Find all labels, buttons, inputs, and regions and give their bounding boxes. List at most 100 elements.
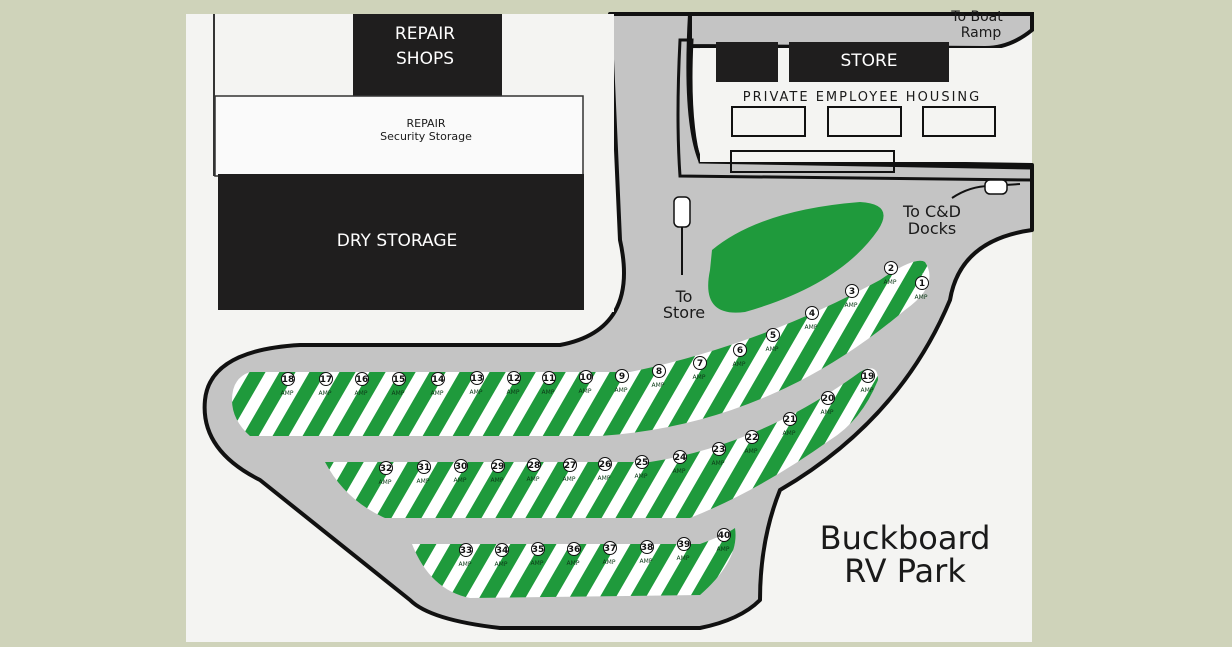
- site-number: 8: [656, 367, 662, 377]
- site-marker: [355, 372, 369, 386]
- site-number: 19: [862, 372, 875, 382]
- site-number: 23: [713, 445, 726, 455]
- amp-label: AMP: [417, 478, 430, 485]
- amp-label: AMP: [615, 387, 628, 394]
- store-label: STORE: [840, 51, 897, 71]
- site-marker: [598, 457, 612, 471]
- site-marker: [845, 284, 859, 298]
- site-marker: [563, 458, 577, 472]
- to-store-label-1: To: [675, 287, 693, 306]
- amp-label: AMP: [379, 479, 392, 486]
- repair-shops-label-2: SHOPS: [396, 49, 454, 69]
- site-number: 11: [543, 374, 556, 384]
- campsite-row-1: [232, 260, 930, 436]
- housing-unit: [922, 106, 996, 137]
- campsite-row-3: [412, 528, 736, 598]
- site-marker: [693, 356, 707, 370]
- site-number: 9: [619, 372, 625, 382]
- amp-label: AMP: [531, 560, 544, 567]
- site-marker: [783, 412, 797, 426]
- site-marker: [542, 371, 556, 385]
- housing-unit: [827, 106, 902, 137]
- site-number: 16: [356, 375, 369, 385]
- site-marker: [454, 459, 468, 473]
- amp-label: AMP: [563, 476, 576, 483]
- site-marker: [392, 372, 406, 386]
- site-number: 35: [532, 545, 545, 555]
- amp-label: AMP: [603, 559, 616, 566]
- amp-label: AMP: [915, 294, 928, 301]
- pointing-hand-right-icon: [984, 179, 1008, 195]
- to-store-label-2: Store: [663, 303, 705, 322]
- site-number: 15: [393, 375, 406, 385]
- housing-unit: [731, 106, 806, 137]
- amp-label: AMP: [783, 430, 796, 437]
- site-marker: [603, 541, 617, 555]
- amp-label: AMP: [542, 389, 555, 396]
- site-marker: [717, 528, 731, 542]
- amp-label: AMP: [319, 390, 332, 397]
- site-marker: [417, 460, 431, 474]
- campsite-row-2: [325, 368, 878, 518]
- amp-label: AMP: [884, 279, 897, 286]
- to-boat-label-1: To Boat: [950, 9, 1003, 25]
- site-marker: [673, 450, 687, 464]
- site-marker: [766, 328, 780, 342]
- dry-storage-building: [218, 174, 584, 310]
- repair-storage-label-1: REPAIR: [407, 117, 446, 130]
- site-marker: [319, 372, 333, 386]
- site-number: 32: [380, 464, 393, 474]
- site-marker: [507, 371, 521, 385]
- site-number: 25: [636, 458, 649, 468]
- site-marker: [821, 391, 835, 405]
- site-marker: [884, 261, 898, 275]
- amp-label: AMP: [766, 346, 779, 353]
- site-number: 10: [580, 373, 593, 383]
- repair-shops-label-1: REPAIR: [395, 24, 455, 44]
- site-number: 30: [455, 462, 468, 472]
- site-markers: 18AMP17AMP16AMP15AMP14AMP13AMP12AMP11AMP…: [281, 261, 929, 568]
- amp-label: AMP: [355, 390, 368, 397]
- amp-label: AMP: [693, 374, 706, 381]
- site-number: 18: [282, 375, 295, 385]
- dry-storage-label: DRY STORAGE: [337, 231, 458, 251]
- site-marker: [379, 461, 393, 475]
- site-number: 27: [564, 461, 577, 471]
- site-marker: [915, 276, 929, 290]
- to-cd-label-1: To C&D: [902, 202, 961, 221]
- site-number: 40: [718, 531, 731, 541]
- site-marker: [712, 442, 726, 456]
- site-marker: [615, 369, 629, 383]
- site-marker: [459, 543, 473, 557]
- site-number: 21: [784, 415, 797, 425]
- site-number: 31: [418, 463, 431, 473]
- site-number: 22: [746, 433, 759, 443]
- housing-label: PRIVATE EMPLOYEE HOUSING: [743, 90, 981, 105]
- amp-label: AMP: [470, 389, 483, 396]
- to-cd-label-2: Docks: [908, 219, 957, 238]
- amp-label: AMP: [491, 477, 504, 484]
- site-marker: [495, 543, 509, 557]
- amp-label: AMP: [640, 558, 653, 565]
- amp-label: AMP: [745, 448, 758, 455]
- amp-label: AMP: [431, 390, 444, 397]
- housing-curb: [676, 38, 1034, 182]
- site-number: 4: [809, 309, 815, 319]
- amp-label: AMP: [673, 468, 686, 475]
- site-marker: [531, 542, 545, 556]
- amp-label: AMP: [507, 389, 520, 396]
- site-number: 37: [604, 544, 617, 554]
- amp-label: AMP: [652, 382, 665, 389]
- green-island: [708, 202, 884, 313]
- site-number: 14: [432, 375, 445, 385]
- amp-label: AMP: [635, 473, 648, 480]
- site-number: 39: [678, 540, 691, 550]
- site-number: 17: [320, 375, 333, 385]
- site-number: 5: [770, 331, 776, 341]
- site-number: 7: [697, 359, 703, 369]
- amp-label: AMP: [845, 302, 858, 309]
- amp-label: AMP: [821, 409, 834, 416]
- site-number: 3: [849, 287, 855, 297]
- site-marker: [431, 372, 445, 386]
